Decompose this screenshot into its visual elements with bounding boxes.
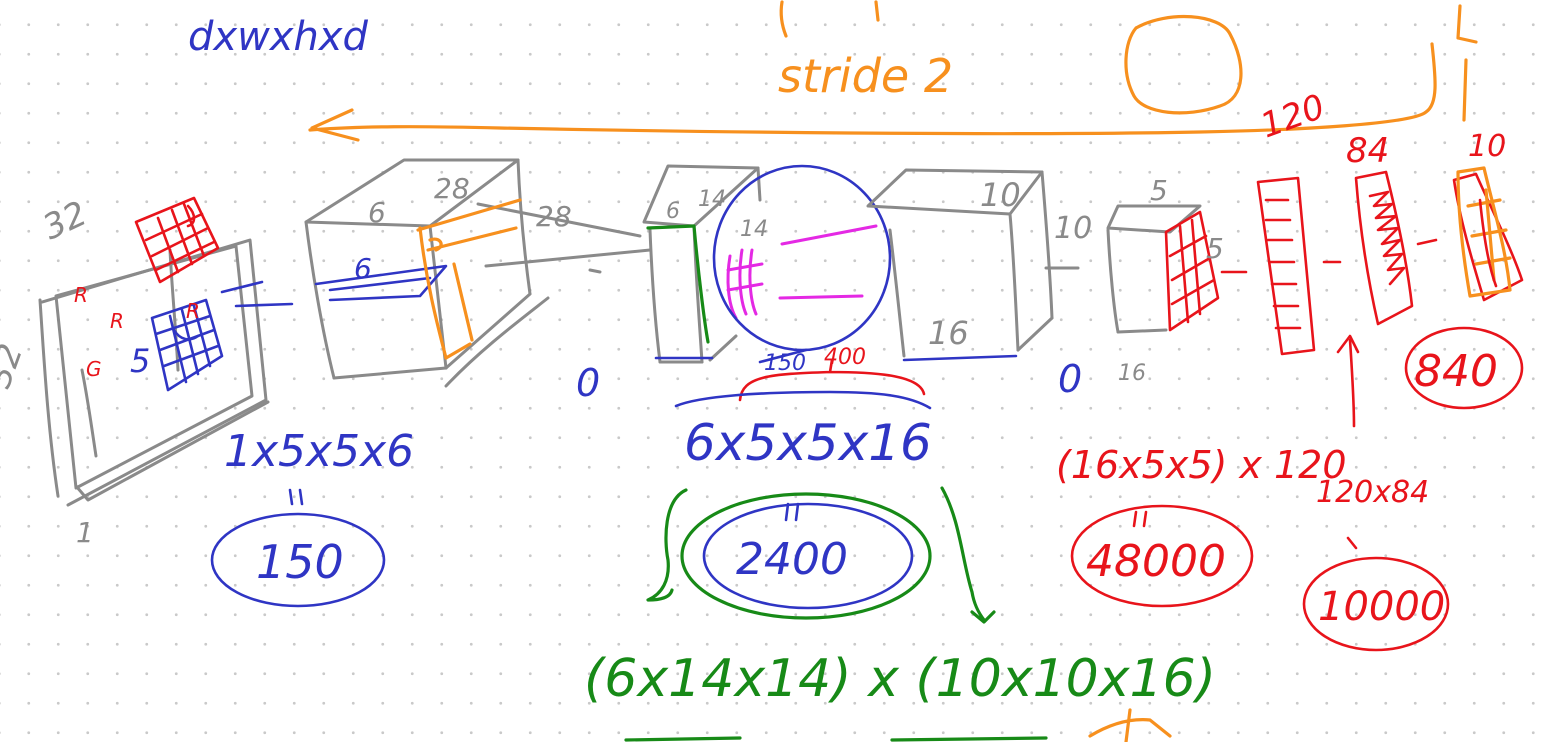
param2-brace-blue [674, 390, 932, 410]
orange-scribble [1088, 708, 1172, 742]
param2-circle-green [680, 492, 932, 620]
pool1-depth-label: 6 [666, 199, 680, 224]
param1-equals [288, 488, 304, 506]
connections-underline [624, 736, 1048, 742]
pool2-volume [1106, 204, 1202, 334]
zero-b-label: 0 [1058, 357, 1082, 401]
conv2-volume [866, 168, 1080, 358]
param2-brace-red [738, 358, 926, 402]
receptive-markers: R R G R [74, 283, 200, 381]
param2-formula: 6x5x5x16 [684, 414, 932, 472]
pool1-green-edge [646, 224, 710, 344]
stride-arrow [308, 0, 1478, 142]
conv1-volume [304, 158, 652, 388]
fc2-formula: 120x84 [1316, 475, 1429, 510]
kernel-grid-blue [150, 280, 294, 392]
fc2-layer [1354, 170, 1438, 326]
param1-formula: 1x5x5x6 [224, 426, 414, 477]
conv1-blue-slice [314, 264, 448, 302]
fc2-circle [1302, 556, 1450, 652]
pool2-size-side-label: 5 [1206, 232, 1224, 265]
pool2-red-grid [1164, 210, 1248, 332]
fc3-layer [1452, 58, 1524, 302]
fc1-formula: (16x5x5) x 120 [1056, 443, 1347, 487]
conv2-depth-label: 16 [928, 314, 969, 352]
svg-text:R: R [110, 309, 124, 333]
param1-circle [210, 512, 386, 608]
fc3-circle [1404, 326, 1524, 410]
svg-text:R: R [186, 299, 200, 323]
fc1-equals [1132, 510, 1148, 528]
fc2-total: 10000 [1318, 584, 1445, 630]
fc2-equals [1346, 536, 1358, 550]
pool2-depth-label: 16 [1118, 361, 1146, 386]
fc1-total: 48000 [1086, 536, 1226, 587]
pool1-height-label: 14 [740, 217, 768, 242]
dims-formula-label: dxwxhxd [188, 14, 368, 60]
fc1-to-fc2-arrow [1336, 334, 1360, 428]
conv2-height-label: 10 [1054, 211, 1092, 246]
fc3-total: 840 [1414, 346, 1498, 397]
kernel-grid-red [134, 196, 220, 284]
stride-label: stride 2 [778, 49, 953, 103]
fc1-circle [1070, 504, 1254, 608]
param2-note-strike: 150 [758, 348, 808, 376]
zero-a-label: 0 [576, 361, 600, 405]
param2-equals [784, 502, 800, 522]
svg-text:G: G [86, 357, 102, 381]
connections-braces [646, 486, 996, 624]
pool1-width-label: 14 [698, 187, 726, 212]
param1-total: 150 [256, 535, 344, 589]
conv1-slice-label: 6 [354, 252, 372, 285]
param2-circle-blue [702, 502, 914, 610]
param2-total: 2400 [736, 534, 848, 585]
conv2-width-label: 10 [980, 176, 1021, 214]
fc1-layer [1256, 176, 1342, 356]
svg-text:R: R [74, 283, 88, 307]
conv1-size-side-label: 28 [536, 200, 572, 233]
pool1-magenta-patch [726, 224, 878, 320]
conv1-orange-slice [416, 198, 522, 360]
fc3-size-label: 10 [1468, 129, 1506, 164]
pool2-size-label: 5 [1150, 174, 1168, 207]
input-height-label: 32 [37, 194, 93, 249]
conv2-base-line [902, 354, 1018, 362]
fc1-size-label: 120 [1255, 87, 1330, 147]
input-width-label: 32 [0, 339, 31, 393]
conv1-size-label: 28 [434, 172, 470, 205]
kernel-size-label: 5 [130, 342, 150, 380]
conv1-depth-label: 6 [368, 196, 386, 229]
connections-formula: (6x14x14) x (10x10x16) [584, 649, 1216, 709]
fc2-size-label: 84 [1346, 131, 1389, 171]
input-depth-label: 1 [76, 516, 94, 549]
